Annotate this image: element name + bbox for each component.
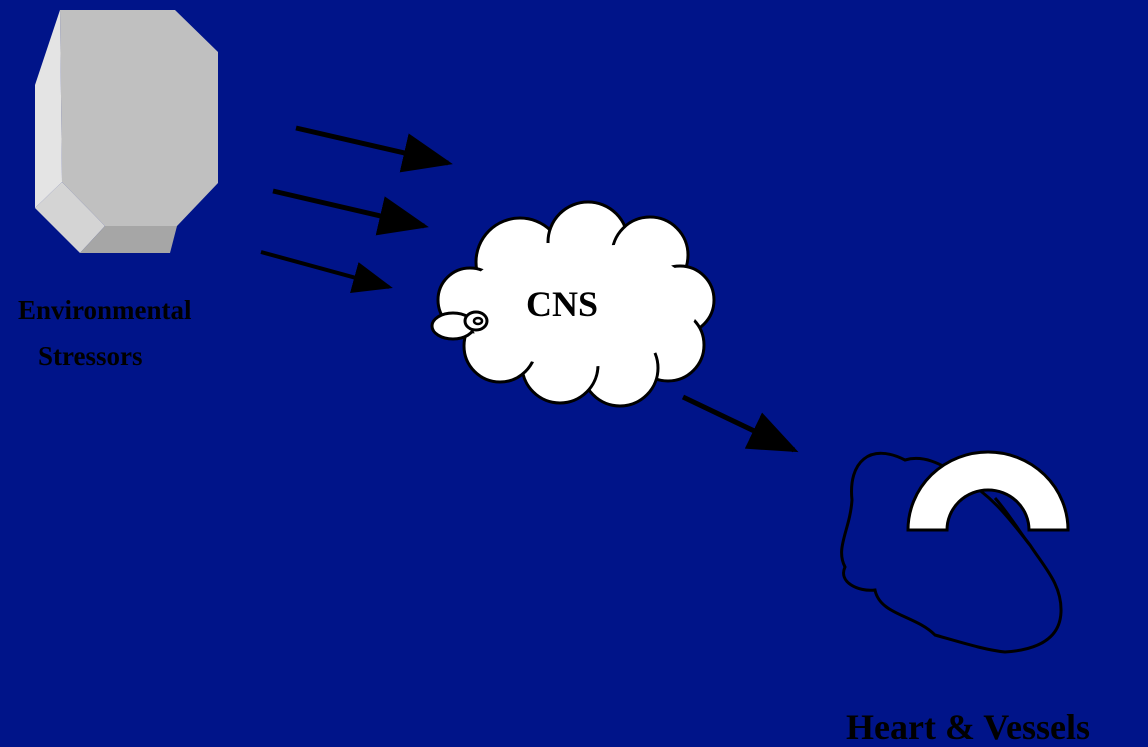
cns-label: CNS	[526, 284, 599, 324]
stressors-label-line1: Environmental	[18, 295, 192, 325]
cns-to-heart-arrow	[681, 394, 799, 453]
stressor-arrow-2	[272, 188, 429, 236]
stressor-block-icon	[35, 10, 218, 253]
heart-vessels-label: Heart & Vessels	[846, 707, 1090, 747]
stressor-arrows	[260, 125, 453, 293]
stressors-label-line2: Stressors	[38, 341, 143, 371]
cns-cloud-icon	[430, 200, 716, 408]
stressor-arrow-3	[260, 250, 393, 293]
stressor-arrow-1	[295, 125, 453, 173]
heart-icon	[840, 450, 1070, 654]
